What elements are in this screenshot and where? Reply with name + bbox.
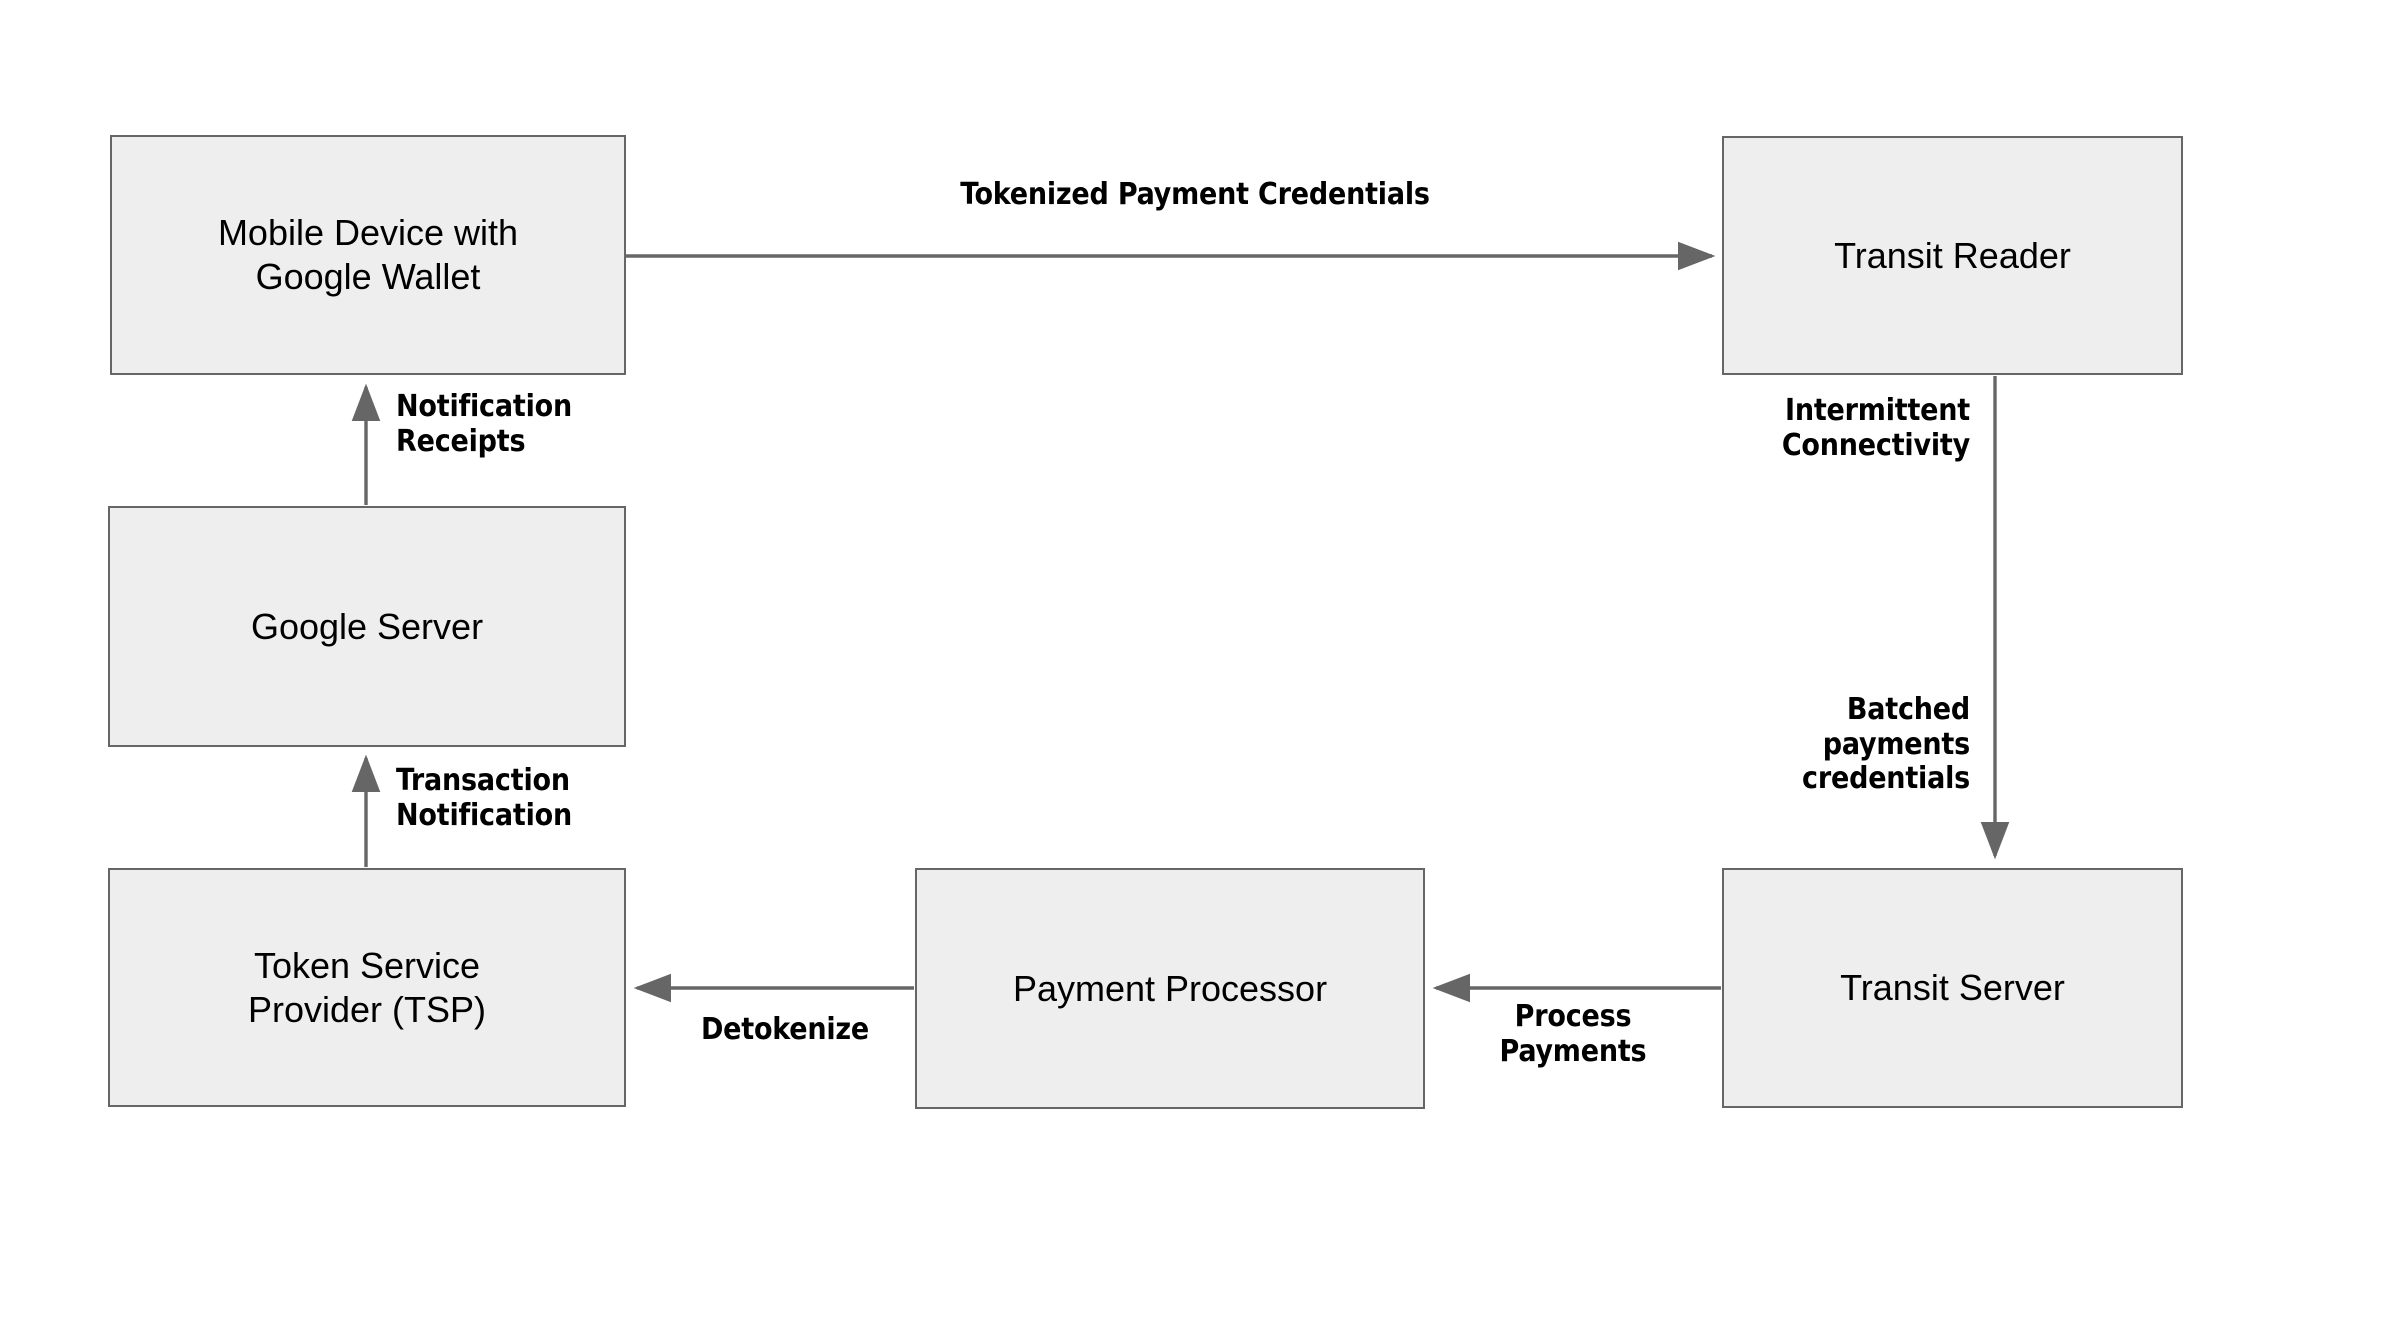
edge-label-tokenized-payment-credentials: Tokenized Payment Credentials (960, 177, 1430, 212)
node-transit-server-label: Transit Server (1840, 967, 2065, 1009)
node-google-server-label: Google Server (250, 605, 484, 647)
node-mobile-device-label: Mobile Device with Google Wallet (217, 212, 519, 297)
node-transit-reader[interactable]: Transit Reader (1722, 136, 2183, 375)
edge-label-transaction-notification: Transaction Notification (396, 763, 572, 833)
node-google-server[interactable]: Google Server (108, 506, 626, 747)
node-payment-processor-label: Payment Processor (1012, 967, 1328, 1009)
edge-label-process-payments: Process Payments (1499, 999, 1647, 1069)
node-mobile-device[interactable]: Mobile Device with Google Wallet (110, 135, 626, 375)
edge-label-notification-receipts: Notification Receipts (396, 389, 572, 459)
edge-label-intermittent-connectivity: Intermittent Connectivity (1781, 393, 1970, 463)
node-payment-processor[interactable]: Payment Processor (915, 868, 1425, 1109)
edge-label-batched-payments-credentials: Batched payments credentials (1802, 692, 1970, 796)
node-transit-server[interactable]: Transit Server (1722, 868, 2183, 1108)
node-transit-reader-label: Transit Reader (1834, 234, 2071, 276)
edge-label-detokenize: Detokenize (700, 1012, 870, 1047)
node-token-service-provider-label: Token Service Provider (TSP) (247, 944, 487, 1030)
node-token-service-provider[interactable]: Token Service Provider (TSP) (108, 868, 626, 1107)
